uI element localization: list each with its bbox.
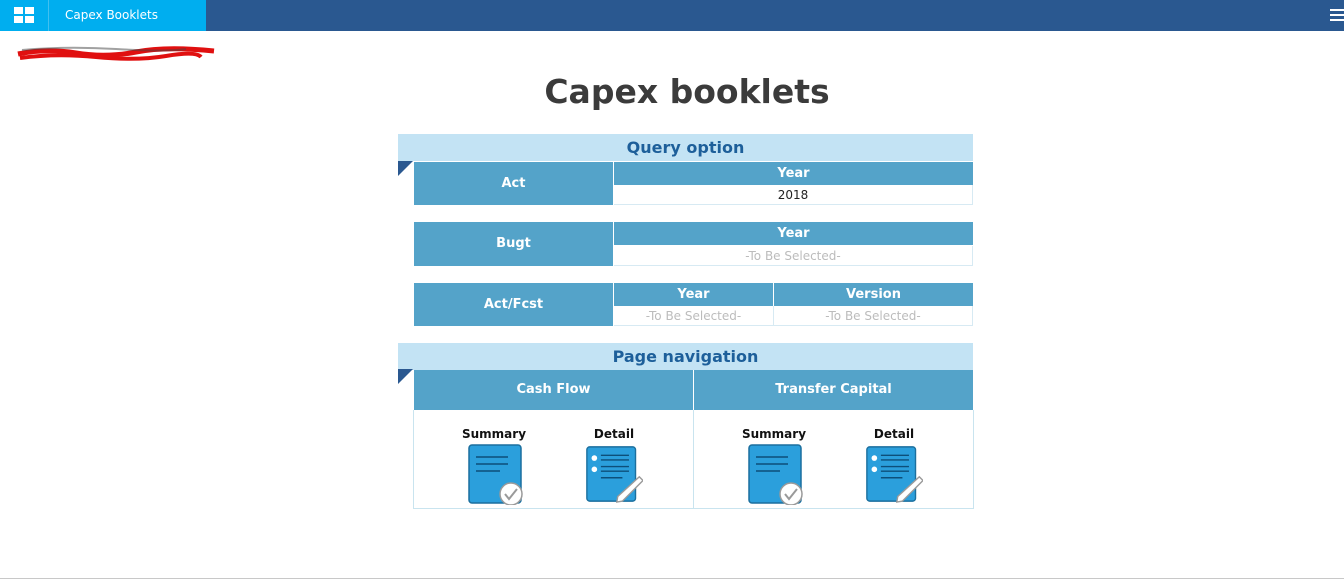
cash-flow-detail-label[interactable]: Detail — [593, 427, 635, 441]
row-label-bugt: Bugt — [414, 222, 613, 266]
summary-document-check-icon[interactable] — [747, 443, 805, 505]
section-fold-decoration — [398, 161, 413, 176]
section-fold-decoration — [398, 369, 413, 384]
top-bar: Capex Booklets — [0, 0, 1344, 31]
act-fcst-version-header: Version — [774, 283, 973, 306]
detail-document-pencil-icon[interactable] — [865, 443, 923, 505]
tab-title: Capex Booklets — [65, 8, 158, 22]
row-label-act: Act — [414, 162, 613, 205]
detail-document-pencil-icon[interactable] — [585, 443, 643, 505]
query-option-header: Query option — [398, 134, 973, 161]
page-title: Capex booklets — [544, 72, 830, 111]
app-launcher-button[interactable] — [0, 0, 48, 31]
act-fcst-year-header: Year — [614, 283, 773, 306]
cash-flow-links — [413, 410, 694, 509]
transfer-capital-header: Transfer Capital — [694, 370, 973, 410]
tab-capex-booklets[interactable]: Capex Booklets — [48, 0, 206, 31]
summary-document-check-icon[interactable] — [467, 443, 525, 505]
act-year-select[interactable]: 2018 — [614, 185, 973, 205]
act-fcst-year-select[interactable]: -To Be Selected- — [614, 306, 774, 326]
bugt-year-select[interactable]: -To Be Selected- — [614, 246, 973, 266]
cash-flow-summary-label[interactable]: Summary — [461, 427, 527, 441]
page-navigation-header: Page navigation — [398, 343, 973, 370]
act-fcst-version-select[interactable]: -To Be Selected- — [774, 306, 973, 326]
bottom-divider — [0, 578, 1344, 579]
act-year-header: Year — [614, 162, 973, 185]
bugt-year-header: Year — [614, 222, 973, 245]
row-label-act-fcst: Act/Fcst — [414, 283, 613, 326]
redacted-user-info — [17, 46, 215, 61]
transfer-capital-summary-label[interactable]: Summary — [741, 427, 807, 441]
windows-grid-icon — [14, 7, 34, 24]
cash-flow-header: Cash Flow — [414, 370, 693, 410]
transfer-capital-links — [693, 410, 974, 509]
transfer-capital-detail-label[interactable]: Detail — [873, 427, 915, 441]
hamburger-menu-icon[interactable] — [1330, 9, 1344, 21]
